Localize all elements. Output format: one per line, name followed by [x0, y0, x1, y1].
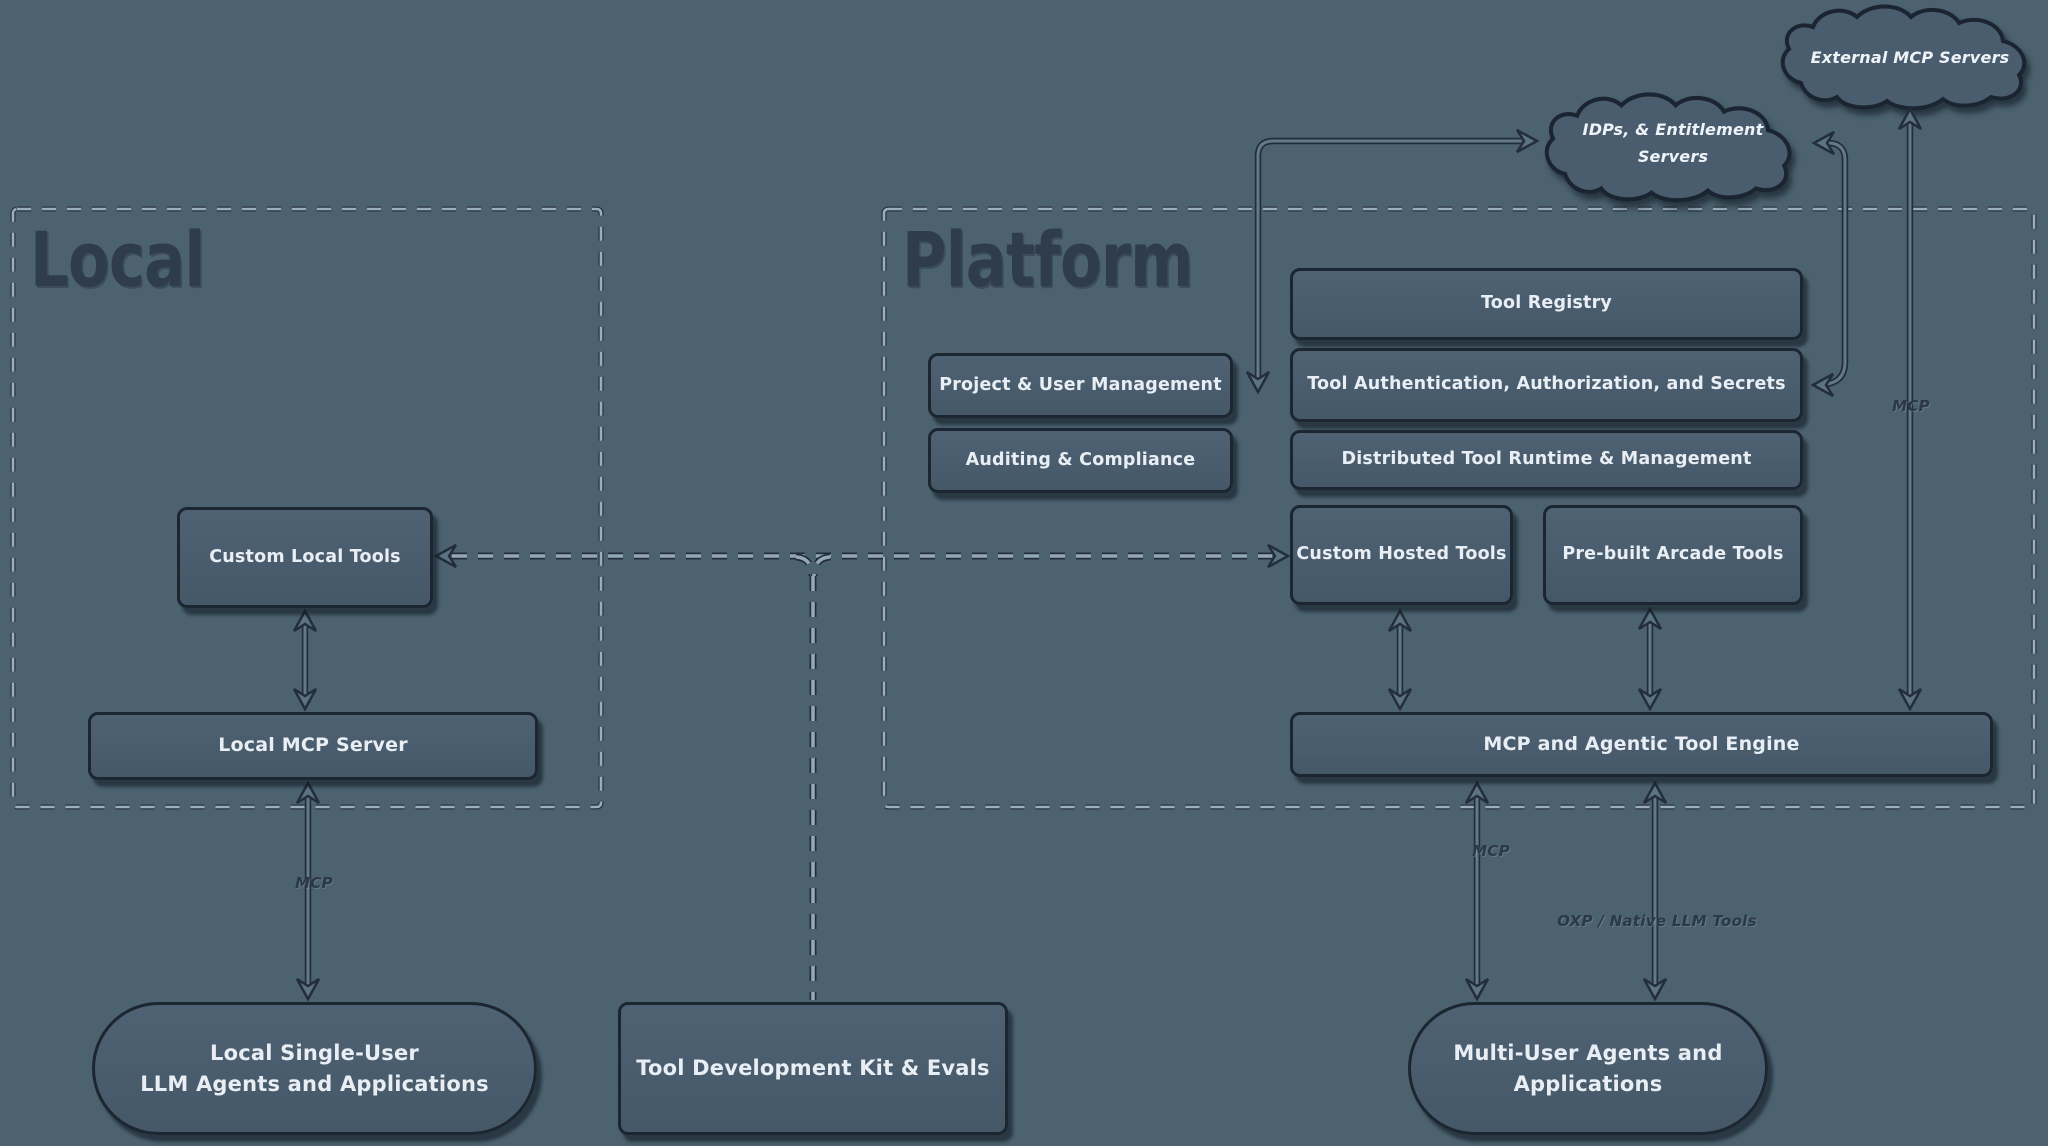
edge-label-oxp: OXP / Native LLM Tools [1557, 912, 1757, 930]
node-tool-dev-kit: Tool Development Kit & Evals [618, 1002, 1008, 1135]
edge-idp-toolauth [1810, 130, 1849, 398]
edge-customtools-dashed [433, 543, 1291, 1000]
local-container-border [10, 206, 604, 810]
idp-cloud-label-line1: IDPs, & Entitlement [1582, 120, 1764, 139]
node-custom-local-tools: Custom Local Tools [177, 507, 433, 608]
node-label-line2: LLM Agents and Applications [140, 1071, 489, 1096]
edge-engine-multiuser-oxp [1642, 780, 1668, 1002]
node-label: Tool Registry [1480, 293, 1613, 314]
external-mcp-cloud [1780, 4, 2027, 111]
idp-cloud-label: IDPs, & Entitlement Servers [1552, 116, 1794, 170]
node-label: Distributed Tool Runtime & Management [1341, 449, 1752, 470]
node-local-single-user-agents: Local Single-User LLM Agents and Applica… [92, 1002, 537, 1135]
node-mcp-engine: MCP and Agentic Tool Engine [1290, 712, 1993, 777]
node-label: MCP and Agentic Tool Engine [1483, 732, 1800, 755]
external-mcp-cloud-label: External MCP Servers [1810, 48, 2010, 67]
platform-container-title: Platform [902, 215, 1193, 304]
node-label: Tool Development Kit & Evals [636, 1056, 990, 1081]
idp-cloud-label-line2: Servers [1637, 147, 1709, 167]
edge-externalmcp-engine [1897, 106, 1923, 712]
node-distributed-runtime: Distributed Tool Runtime & Management [1290, 430, 1803, 490]
edge-label-mcp-external: MCP [1892, 397, 1930, 415]
node-label: Project & User Management [939, 374, 1222, 395]
node-label: Tool Authentication, Authorization, and … [1307, 374, 1786, 395]
node-tool-auth: Tool Authentication, Authorization, and … [1290, 348, 1803, 422]
edge-localmcp-localagents [295, 780, 321, 1002]
node-label-line2: Applications [1513, 1071, 1663, 1096]
node-custom-hosted-tools: Custom Hosted Tools [1290, 505, 1513, 605]
edge-customlocal-localmcp [292, 608, 318, 712]
edge-engine-multiuser-mcp [1464, 780, 1490, 1002]
node-multi-user-agents: Multi-User Agents and Applications [1408, 1002, 1768, 1135]
node-label: Local MCP Server [218, 734, 408, 757]
edge-label-mcp-client: MCP [1472, 842, 1510, 860]
node-label: Pre-built Arcade Tools [1562, 544, 1784, 565]
node-project-user-management: Project & User Management [928, 353, 1233, 418]
node-tool-registry: Tool Registry [1290, 268, 1803, 340]
node-prebuilt-arcade-tools: Pre-built Arcade Tools [1543, 505, 1803, 605]
node-label: Custom Local Tools [209, 546, 401, 567]
platform-container-border [881, 206, 2037, 810]
node-label-line1: Multi-User Agents and [1453, 1041, 1723, 1066]
idp-entitlement-cloud [1544, 92, 1792, 203]
node-label: Custom Hosted Tools [1296, 544, 1507, 565]
node-auditing-compliance: Auditing & Compliance [928, 428, 1233, 493]
edge-hostedtools-engine [1387, 608, 1413, 712]
node-label: Auditing & Compliance [965, 449, 1196, 470]
edge-arcadetools-engine [1637, 606, 1663, 712]
edge-projectmgmt-idp [1245, 128, 1540, 395]
local-container-title: Local [30, 215, 205, 304]
node-local-mcp-server: Local MCP Server [88, 712, 538, 780]
node-label-line1: Local Single-User [210, 1041, 419, 1066]
edge-label-mcp-local: MCP [295, 874, 333, 892]
